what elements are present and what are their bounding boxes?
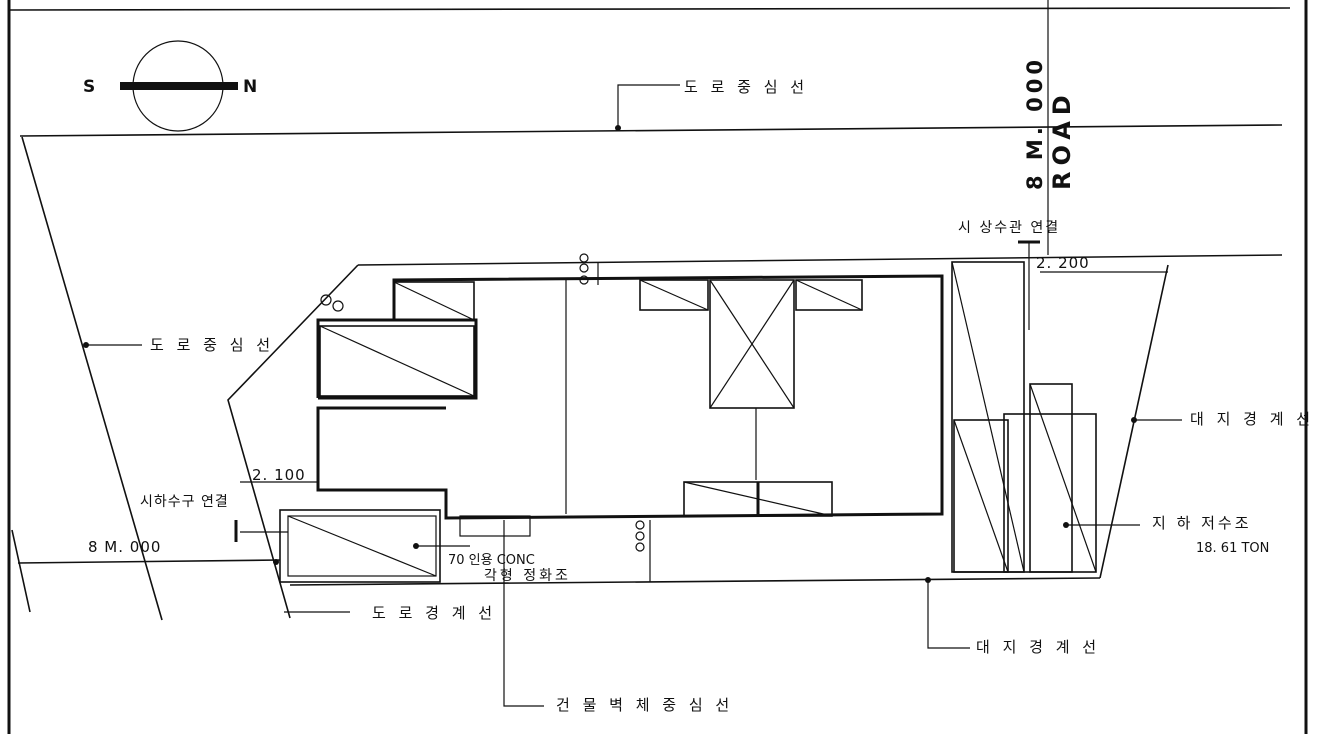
label-lot-boundary-right: 대 지 경 계 선 [1190, 410, 1314, 428]
septic-inlet-box [459, 515, 531, 537]
leader-dot [83, 342, 89, 348]
label-septic-line1: 70 인용 CONC [448, 553, 535, 568]
road-boundary-left [227, 264, 359, 619]
edge-line-left [11, 529, 31, 613]
leader-dot [273, 559, 279, 565]
corner-mark-icon [320, 253, 645, 552]
building-outline [316, 274, 944, 520]
label-sewer-pipe: 시하수구 연결 [140, 494, 229, 510]
road-width-dim-vertical: 8 M. 000 [1023, 56, 1047, 190]
label-septic-line2: 각형 정화조 [484, 568, 571, 584]
road-centerline-top [19, 124, 1283, 137]
stair-void-top-mid [639, 279, 709, 311]
leader-dot [925, 577, 931, 583]
stair-void-top-right [795, 279, 863, 311]
front-road-line [17, 559, 281, 564]
dim-ticks [597, 262, 651, 582]
leader-road-centerline-top [617, 84, 680, 128]
leader-dot [413, 543, 419, 549]
leader-dot [615, 125, 621, 131]
lot-boundary-top [357, 254, 1283, 266]
leader-building-centerline [503, 520, 544, 707]
leader-dot [1063, 522, 1069, 528]
stair-void-left [319, 325, 475, 397]
sheet-border-top [8, 7, 1291, 11]
leader-dot [1131, 417, 1137, 423]
lot-boundary-bottom [289, 577, 1101, 586]
label-road-centerline-left: 도 로 중 심 선 [150, 336, 274, 354]
stair-void-top-left [393, 281, 475, 321]
label-water-pipe: 시 상수관 연결 [958, 220, 1060, 236]
parking-area [951, 261, 1025, 573]
stair-void-bottom [683, 481, 833, 517]
north-arrow-icon [120, 40, 238, 132]
elevator-shaft [709, 279, 795, 409]
compass-south-label: S [83, 77, 95, 97]
label-building-centerline: 건 물 벽 체 중 심 선 [556, 696, 733, 714]
label-road-centerline-top: 도 로 중 심 선 [684, 78, 808, 96]
compass-north-label: N [243, 77, 257, 97]
road-text-vertical: ROAD [1048, 89, 1076, 190]
svg-text:ROAD: ROAD [1048, 89, 1076, 190]
setback-right-dim: 2. 200 [1036, 254, 1090, 272]
leader-lot-boundary-bottom [927, 580, 970, 649]
label-tank-capacity: 18. 61 TON [1196, 541, 1269, 556]
road-centerline-left [21, 136, 163, 621]
label-road-boundary: 도 로 경 계 선 [372, 604, 496, 622]
setback-left-dim: 2. 100 [252, 466, 306, 484]
front-road-dim: 8 M. 000 [88, 538, 161, 556]
underground-water-tank [1003, 383, 1097, 573]
label-tank: 지 하 저수조 [1152, 514, 1252, 532]
label-lot-boundary-bottom: 대 지 경 계 선 [976, 638, 1100, 656]
